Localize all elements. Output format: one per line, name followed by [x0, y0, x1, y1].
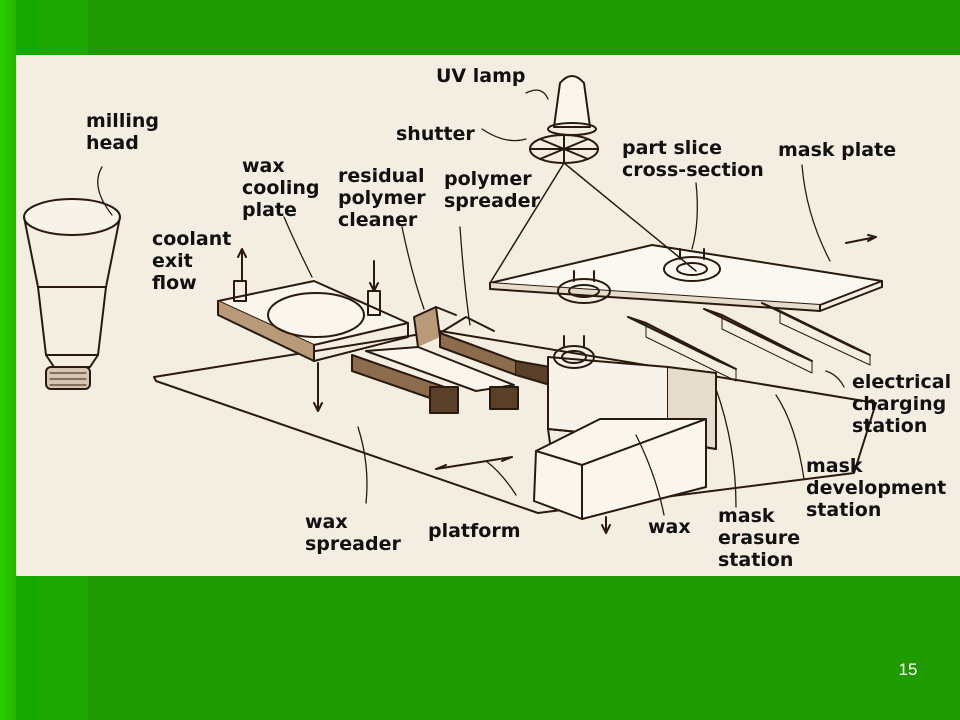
label-wax-spreader: wax spreader [305, 511, 401, 555]
milling-head-drawing [23, 198, 121, 390]
label-electrical-charging-station: electrical charging station [852, 371, 952, 437]
solid-ground-curing-diagram [23, 75, 883, 534]
residual-polymer-cleaner-drawing [365, 306, 519, 410]
label-mask-development-station: mask development station [806, 455, 947, 521]
wax-cooling-plate-drawing [217, 248, 409, 412]
decorative-stripe [0, 0, 16, 720]
uv-lamp-drawing [489, 75, 697, 284]
platform-drawing [435, 418, 707, 534]
page-number: 15 [898, 660, 918, 679]
polymer-spreader-drawing [439, 316, 551, 386]
label-platform: platform [428, 520, 521, 542]
label-mask-plate: mask plate [778, 139, 897, 161]
label-milling-head: milling head [86, 110, 159, 154]
leader-lines [97, 89, 845, 516]
mask-plate-drawing [489, 234, 883, 312]
label-uv-lamp: UV lamp [436, 65, 526, 87]
base-plane [153, 330, 877, 514]
mask-stations-drawing [627, 302, 871, 382]
label-wax: wax [648, 516, 691, 538]
wax-spreader-drawing [351, 354, 459, 414]
label-coolant-exit-flow: coolant exit flow [152, 228, 232, 294]
label-part-slice-cross-section: part slice cross-section [622, 137, 764, 181]
label-wax-cooling-plate: wax cooling plate [242, 155, 320, 221]
label-shutter: shutter [396, 123, 475, 145]
label-mask-erasure-station: mask erasure station [718, 505, 801, 571]
diagram-panel [16, 55, 960, 576]
label-polymer-spreader: polymer spreader [444, 168, 540, 212]
label-residual-polymer-cleaner: residual polymer cleaner [338, 165, 426, 231]
